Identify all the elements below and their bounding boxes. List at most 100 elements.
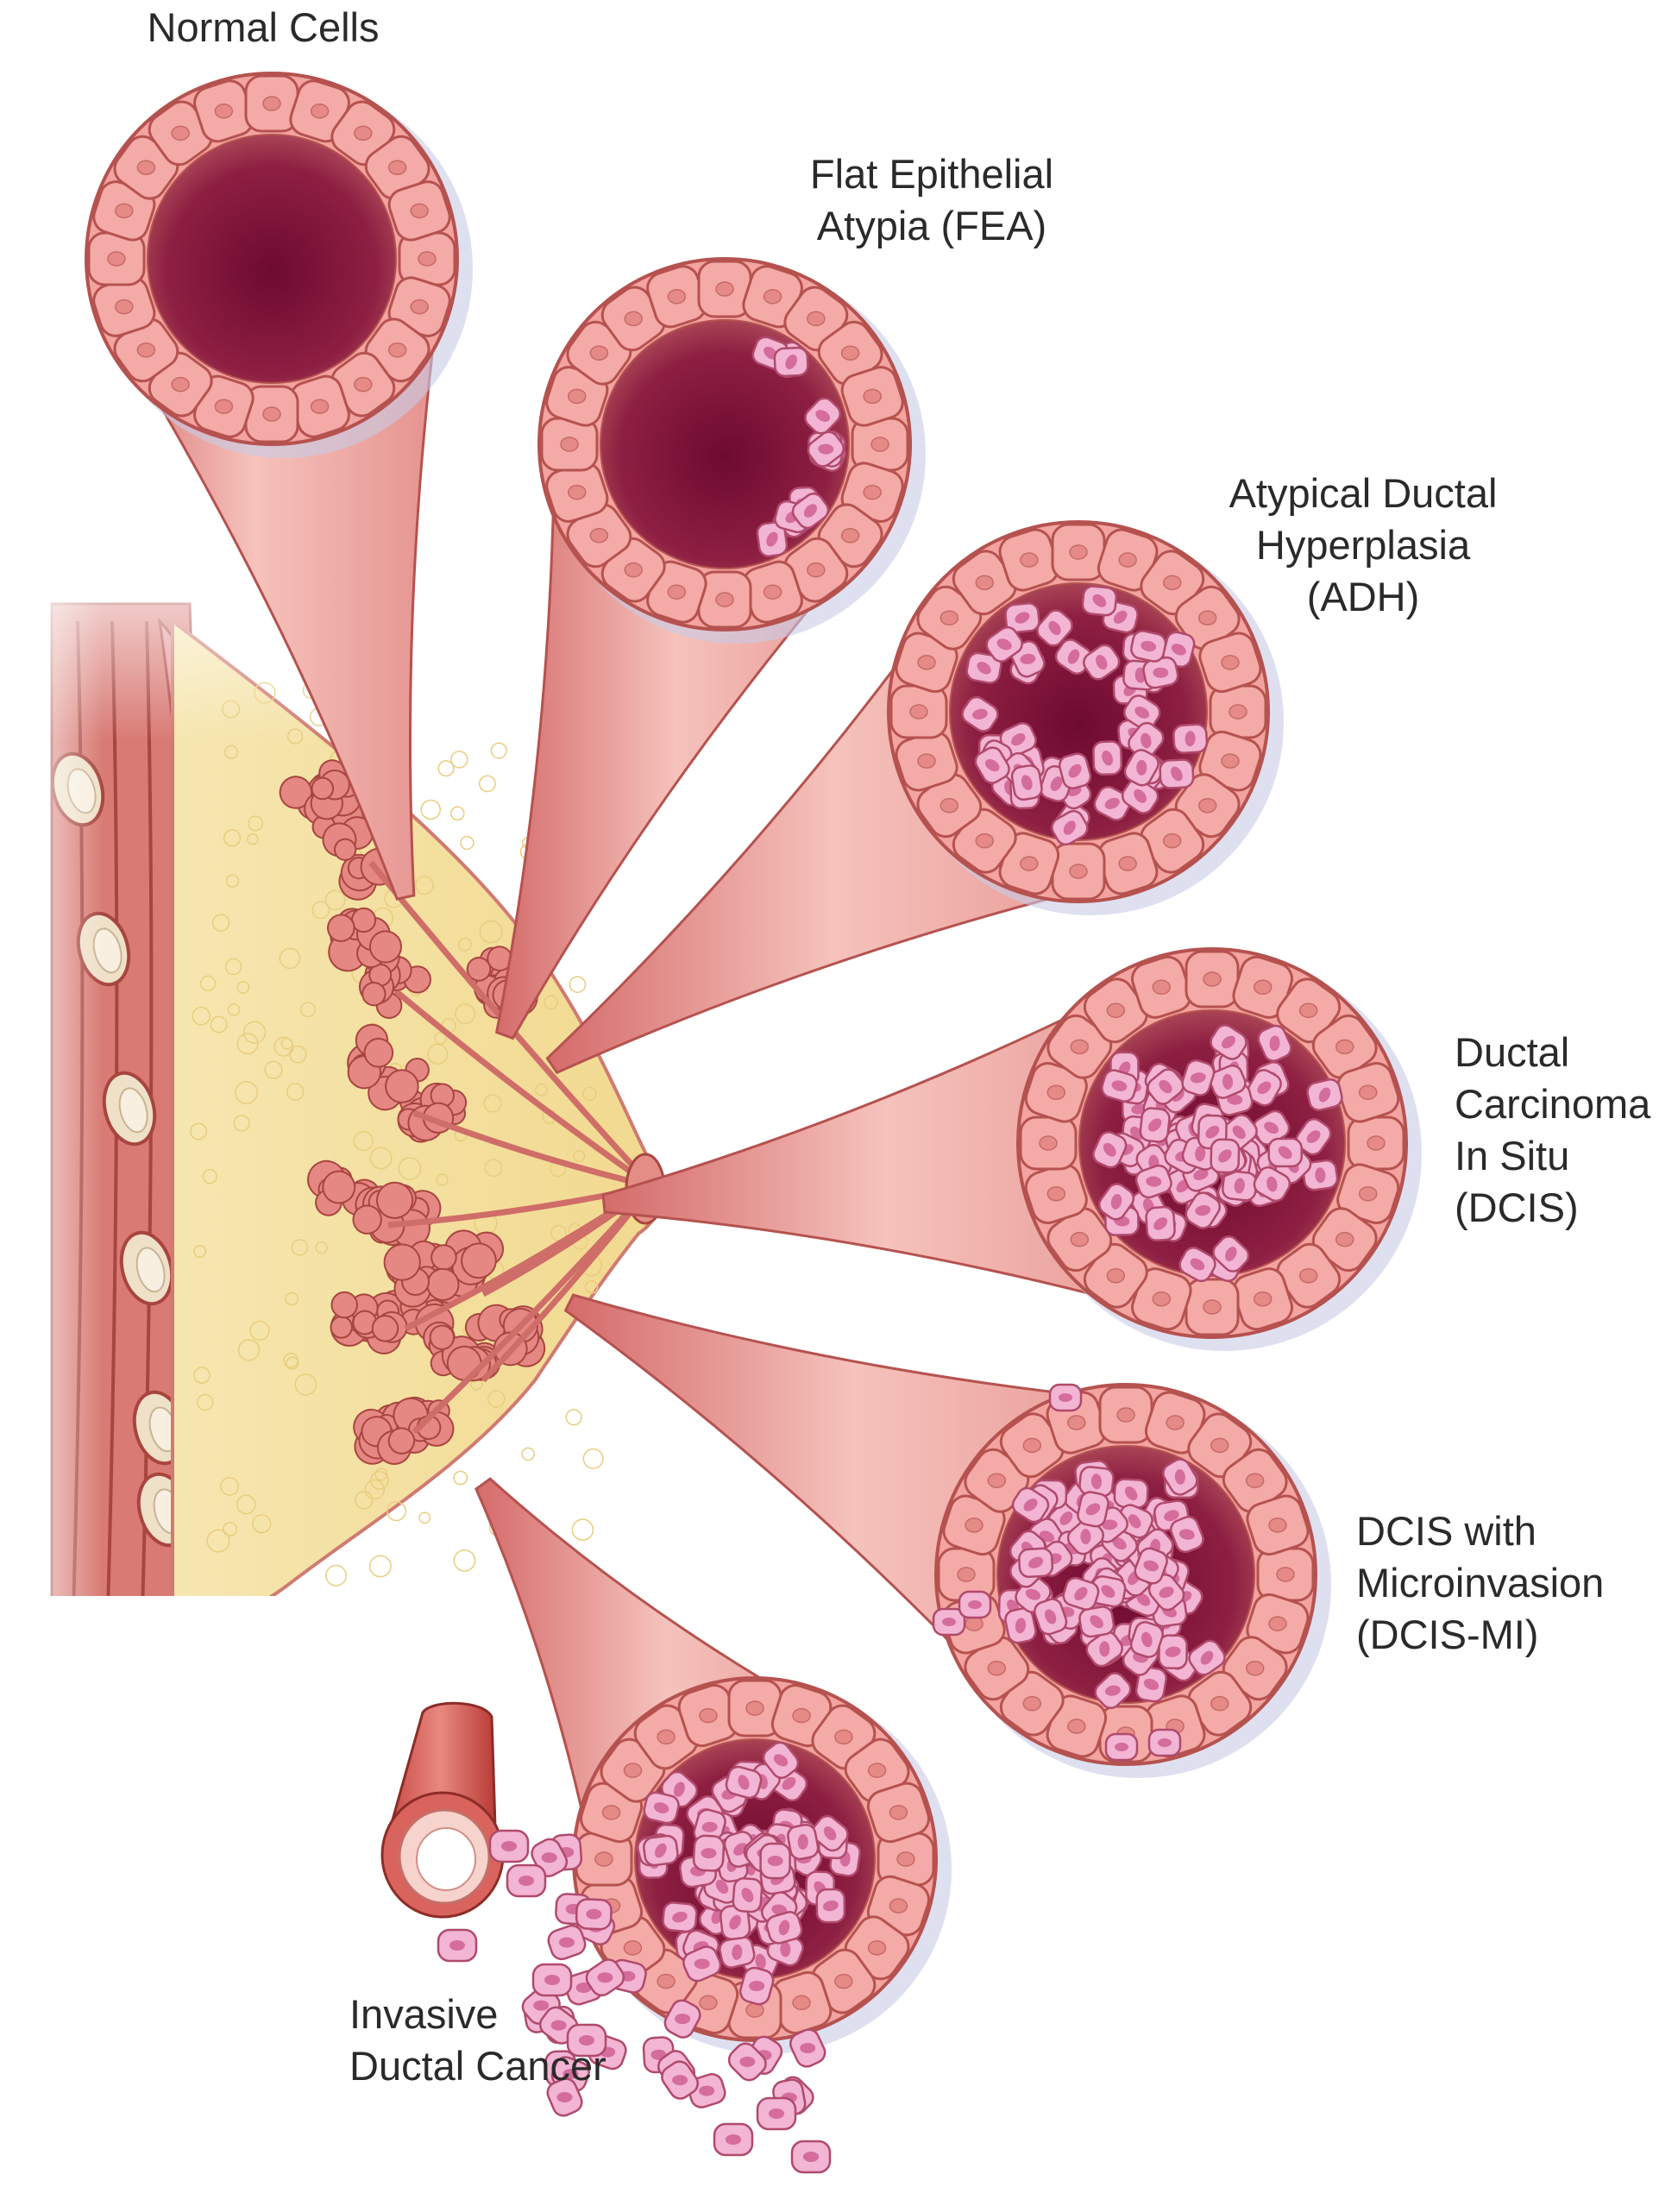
fat-globule (521, 1447, 535, 1461)
fat-globule (193, 1245, 207, 1259)
fat-globule (233, 1115, 250, 1132)
escaping-cell (1147, 1728, 1182, 1757)
epithelial-cell (1098, 1386, 1153, 1444)
lobule (383, 1229, 505, 1308)
invasive-cell (488, 1829, 530, 1863)
atypical-cell (1134, 1164, 1172, 1199)
fat-globule (192, 1367, 211, 1385)
atypical-cell (1004, 602, 1040, 634)
escaping-cell (932, 1607, 966, 1637)
epithelial-cell (1185, 1278, 1240, 1336)
epithelial-cell (742, 560, 803, 624)
atypical-cell (1145, 1205, 1176, 1242)
atypical-cell (1078, 1606, 1116, 1638)
fat-globule (285, 1291, 299, 1306)
epithelial-cell (964, 1636, 1030, 1701)
fat-globule (236, 1494, 256, 1515)
epithelial-cell (895, 730, 958, 792)
invasive-cell (506, 1863, 547, 1898)
atypical-cell (1185, 1191, 1222, 1229)
escaping-cell (958, 1590, 992, 1619)
fat-globule (449, 806, 465, 821)
fat-globule (487, 1390, 506, 1408)
fat-globule (374, 1467, 388, 1481)
duct-section-dcismi (934, 1383, 1331, 1778)
fat-globule (484, 1159, 503, 1178)
atypical-cell (1058, 752, 1092, 789)
fat-globule (364, 1479, 386, 1500)
milk-duct (394, 990, 653, 1189)
atypical-cell (1113, 1478, 1149, 1509)
epithelial-cell (1046, 1694, 1108, 1758)
fat-globule (460, 835, 474, 851)
invasive-cell (547, 1924, 587, 1961)
atypical-cell (1295, 1117, 1332, 1156)
duct-section-normal (85, 72, 473, 458)
atypical-cell (985, 625, 1023, 663)
fat-globule (544, 995, 559, 1010)
invasive-cell (566, 2023, 607, 2058)
label-invasive-ductal-cancer: Invasive Ductal Cancer (349, 1991, 606, 2089)
epithelial-cell (1024, 1163, 1088, 1224)
epithelial-cell (289, 374, 350, 438)
epithelial-cell (1311, 1014, 1378, 1079)
epithelial-cell (92, 276, 156, 337)
epithelial-cell (999, 1412, 1065, 1479)
atypical-cell (1212, 1235, 1250, 1273)
invasive-cell (790, 2140, 832, 2174)
epithelial-cell (840, 366, 904, 427)
atypical-cell (961, 695, 999, 732)
epithelial-cell (92, 180, 156, 242)
fat-globule (324, 889, 346, 911)
breast-cross-section (0, 518, 666, 1769)
atypical-cell (1101, 1069, 1138, 1103)
atypical-cell (1147, 1574, 1185, 1612)
fat-globule (242, 1021, 267, 1044)
atypical-cell (1123, 749, 1160, 787)
epithelial-cell (1187, 1412, 1253, 1479)
epithelial-cell (1083, 977, 1148, 1044)
epithelial-cell (889, 684, 948, 739)
epithelial-cell (575, 1832, 633, 1887)
escaping-cell (1104, 1732, 1139, 1762)
fat-globule (196, 1393, 214, 1411)
epithelial-cell (1209, 684, 1267, 739)
atypical-cell (765, 1911, 803, 1945)
fat-globule (458, 937, 473, 952)
epithelial-cell (387, 276, 451, 337)
fat-globule (418, 1511, 431, 1524)
milk-duct (412, 1184, 654, 1435)
label-adh: Atypical Ductal Hyperplasia (ADH) (1229, 470, 1498, 619)
epithelial-cell (1046, 1207, 1113, 1273)
epithelial-cell (1336, 1062, 1400, 1123)
atypical-cell (804, 397, 842, 435)
label-normal-cells: Normal Cells (147, 4, 380, 50)
atypical-cell (773, 346, 809, 378)
epithelial-cell (1347, 1115, 1405, 1171)
atypical-cell (1162, 1458, 1198, 1496)
fat-globule (315, 1241, 328, 1254)
epithelial-cell (742, 265, 803, 329)
epithelial-cell (952, 808, 1017, 874)
atypical-cell (1252, 1109, 1291, 1146)
atypical-cell (1093, 785, 1131, 821)
atypical-cell (1092, 740, 1123, 776)
fat-globule (236, 981, 250, 994)
epithelial-cell (1097, 528, 1159, 592)
atypical-cell (1121, 777, 1160, 814)
milk-duct (412, 1109, 652, 1190)
invasive-cell (661, 2060, 699, 2100)
fat-globule (453, 1549, 476, 1572)
fat-globule (199, 975, 217, 992)
atypical-cell (1018, 1547, 1054, 1579)
atypical-cell (1092, 1131, 1128, 1169)
atypical-cell (732, 1877, 764, 1914)
fat-globule (248, 815, 264, 832)
epithelial-cell (783, 286, 849, 352)
invasive-cell (663, 1999, 701, 2039)
epithelial-cell (540, 417, 599, 472)
atypical-cell (811, 1814, 849, 1852)
atypical-cell (1062, 1576, 1100, 1611)
atypical-cell (1158, 1634, 1188, 1669)
epithelial-cell (866, 1782, 930, 1844)
